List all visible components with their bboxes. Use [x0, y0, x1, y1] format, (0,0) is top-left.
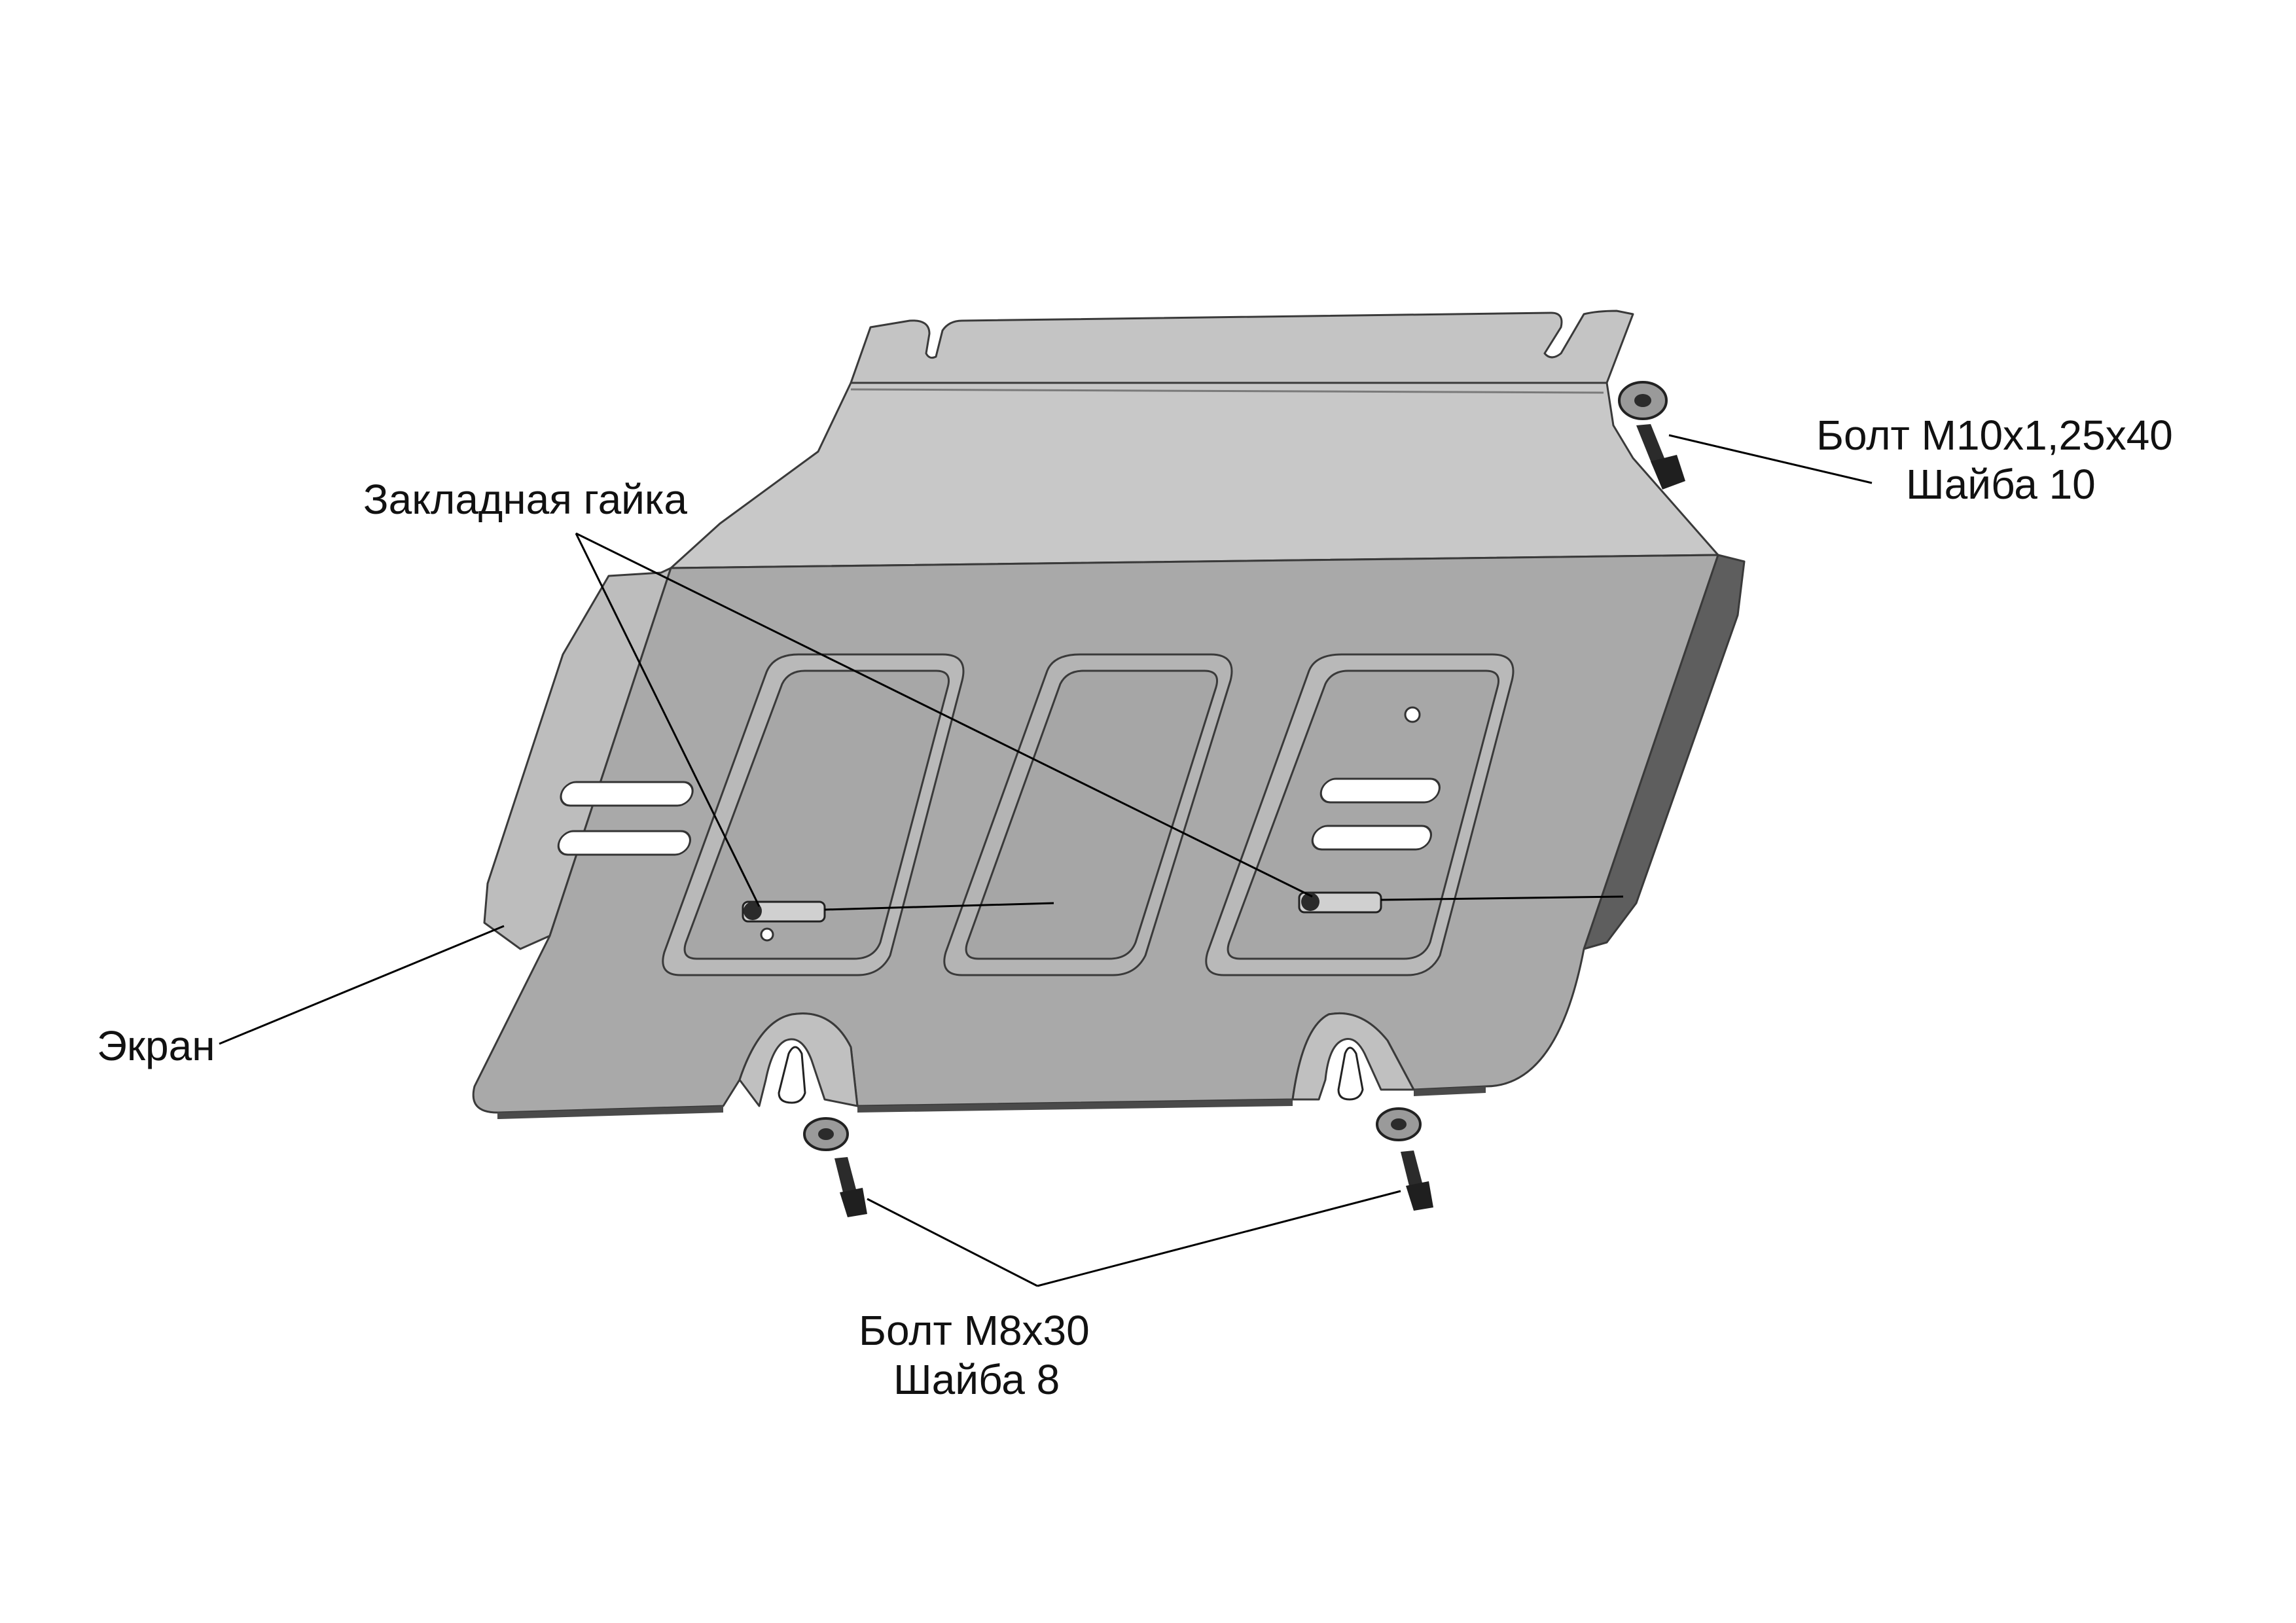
label-bolt-m10: Болт М10х1,25х40	[1816, 412, 2173, 459]
right-window-slot-lower	[1311, 825, 1432, 851]
bend-line	[850, 388, 1604, 394]
label-screen: Экран	[97, 1022, 215, 1069]
left-window-slot-upper	[560, 781, 694, 807]
leader-nut-left-tail	[824, 902, 1054, 911]
bolt-m8-right-assembly	[1376, 1107, 1433, 1211]
right-embedded-nut	[1298, 891, 1382, 914]
leader-embedded-nut-right	[575, 532, 1313, 898]
top-flange	[850, 310, 1634, 384]
bottom-slot-left	[738, 1012, 859, 1107]
leader-bolt-m8-left	[867, 1198, 1038, 1287]
label-embedded-nut: Закладная гайка	[363, 476, 687, 523]
bolt-m10-icon	[1636, 424, 1666, 466]
right-window-slot-upper	[1319, 777, 1441, 804]
leader-nut-right-tail	[1380, 895, 1624, 901]
left-embedded-nut	[742, 901, 826, 942]
bottom-slot-right	[1291, 1012, 1415, 1101]
leader-screen	[219, 925, 505, 1045]
middle-window	[943, 653, 1233, 976]
bolt-m8-left-icon	[834, 1157, 857, 1198]
label-washer-8: Шайба 8	[893, 1356, 1060, 1403]
label-washer-10: Шайба 10	[1906, 461, 2096, 508]
skid-plate	[472, 310, 1746, 1119]
leader-lines	[219, 434, 1873, 1287]
right-window	[1205, 653, 1515, 976]
left-window-slot-lower	[557, 830, 691, 856]
leader-embedded-nut-left	[575, 533, 761, 907]
leader-bolt-m10	[1668, 434, 1873, 484]
bolt-m8-left-assembly	[803, 1117, 867, 1217]
bolt-m10-assembly	[1618, 381, 1685, 490]
right-window-hole	[1404, 706, 1421, 723]
plate-top-surface	[670, 382, 1719, 569]
label-bolt-m8: Болт М8х30	[859, 1307, 1090, 1354]
plate-bottom-edge	[497, 1086, 1486, 1119]
plate-left-wing	[483, 567, 672, 950]
leader-bolt-m8-right	[1037, 1190, 1401, 1287]
bolt-m8-right-icon	[1401, 1150, 1424, 1191]
